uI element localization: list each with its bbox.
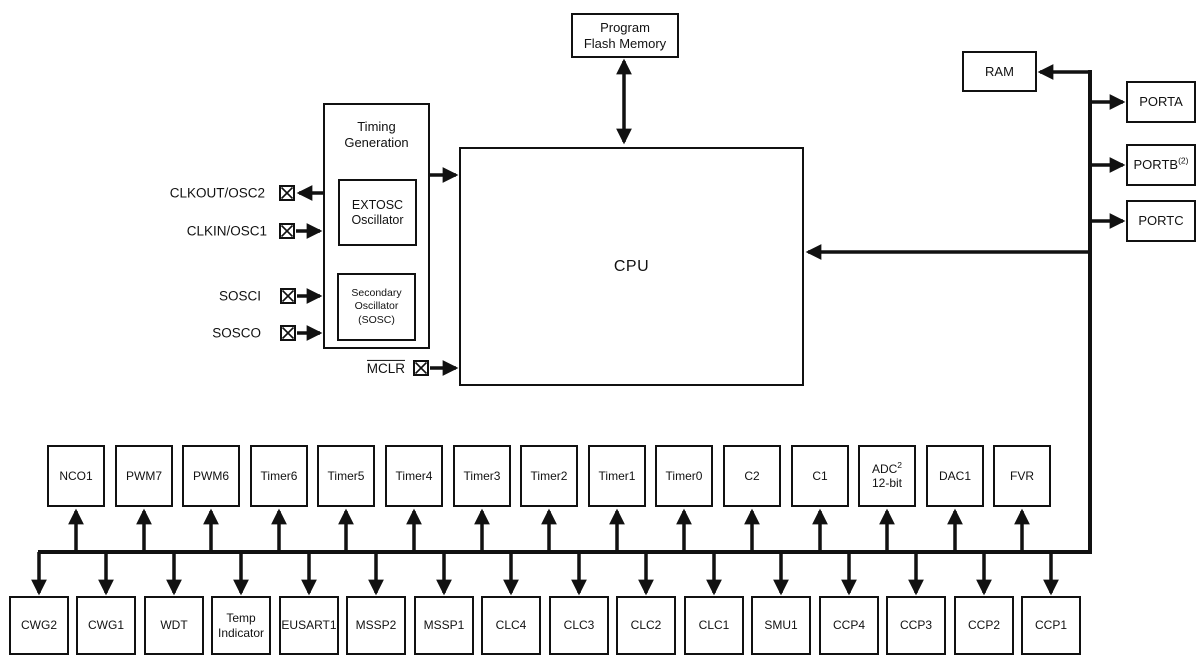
block-c2: C2 xyxy=(723,445,781,507)
block-clc2: CLC2 xyxy=(616,596,676,655)
block-timer2: Timer2 xyxy=(520,445,578,507)
block-ccp3: CCP3 xyxy=(886,596,946,655)
block-porta: PORTA xyxy=(1126,81,1196,123)
pin-icon-clkin-osc1 xyxy=(279,223,295,239)
pin-icon-clkout-osc2 xyxy=(279,185,295,201)
block-fvr: FVR xyxy=(993,445,1051,507)
block-ccp4: CCP4 xyxy=(819,596,879,655)
block-c1: C1 xyxy=(791,445,849,507)
block-nco1: NCO1 xyxy=(47,445,105,507)
pin-icon-sosci xyxy=(280,288,296,304)
block-timer5: Timer5 xyxy=(317,445,375,507)
block-mssp1: MSSP1 xyxy=(414,596,474,655)
pin-icon-mclr xyxy=(413,360,429,376)
block-timer4: Timer4 xyxy=(385,445,443,507)
pin-label-clkin-osc1: CLKIN/OSC1 xyxy=(186,223,267,239)
block-timer0: Timer0 xyxy=(655,445,713,507)
block-ccp1: CCP1 xyxy=(1021,596,1081,655)
portb-footnote: (2) xyxy=(1178,155,1189,166)
block-eusart1: EUSART1 xyxy=(279,596,339,655)
block-clc4: CLC4 xyxy=(481,596,541,655)
block-smu1: SMU1 xyxy=(751,596,811,655)
pin-label-sosci: SOSCI xyxy=(218,288,261,304)
block-clc3: CLC3 xyxy=(549,596,609,655)
block-portc: PORTC xyxy=(1126,200,1196,242)
block-dac1: DAC1 xyxy=(926,445,984,507)
block-ram: RAM xyxy=(962,51,1037,92)
block-portb: PORTB(2) xyxy=(1126,144,1196,186)
pin-label-clkout-osc2: CLKOUT/OSC2 xyxy=(169,185,265,201)
pin-label-mclr: MCLR xyxy=(366,359,405,376)
block-timer3: Timer3 xyxy=(453,445,511,507)
block-clc1: CLC1 xyxy=(684,596,744,655)
block-timer6: Timer6 xyxy=(250,445,308,507)
block-wdt: WDT xyxy=(144,596,204,655)
adc-footnote: 2 xyxy=(897,459,903,470)
pin-label-sosco: SOSCO xyxy=(212,325,261,341)
block-cwg2: CWG2 xyxy=(9,596,69,655)
block-ccp2: CCP2 xyxy=(954,596,1014,655)
pin-icon-sosco xyxy=(280,325,296,341)
block-cpu: CPU xyxy=(459,147,804,386)
block-mssp2: MSSP2 xyxy=(346,596,406,655)
block-pwm6: PWM6 xyxy=(182,445,240,507)
block-timer1: Timer1 xyxy=(588,445,646,507)
block-pwm7: PWM7 xyxy=(115,445,173,507)
block-cwg1: CWG1 xyxy=(76,596,136,655)
